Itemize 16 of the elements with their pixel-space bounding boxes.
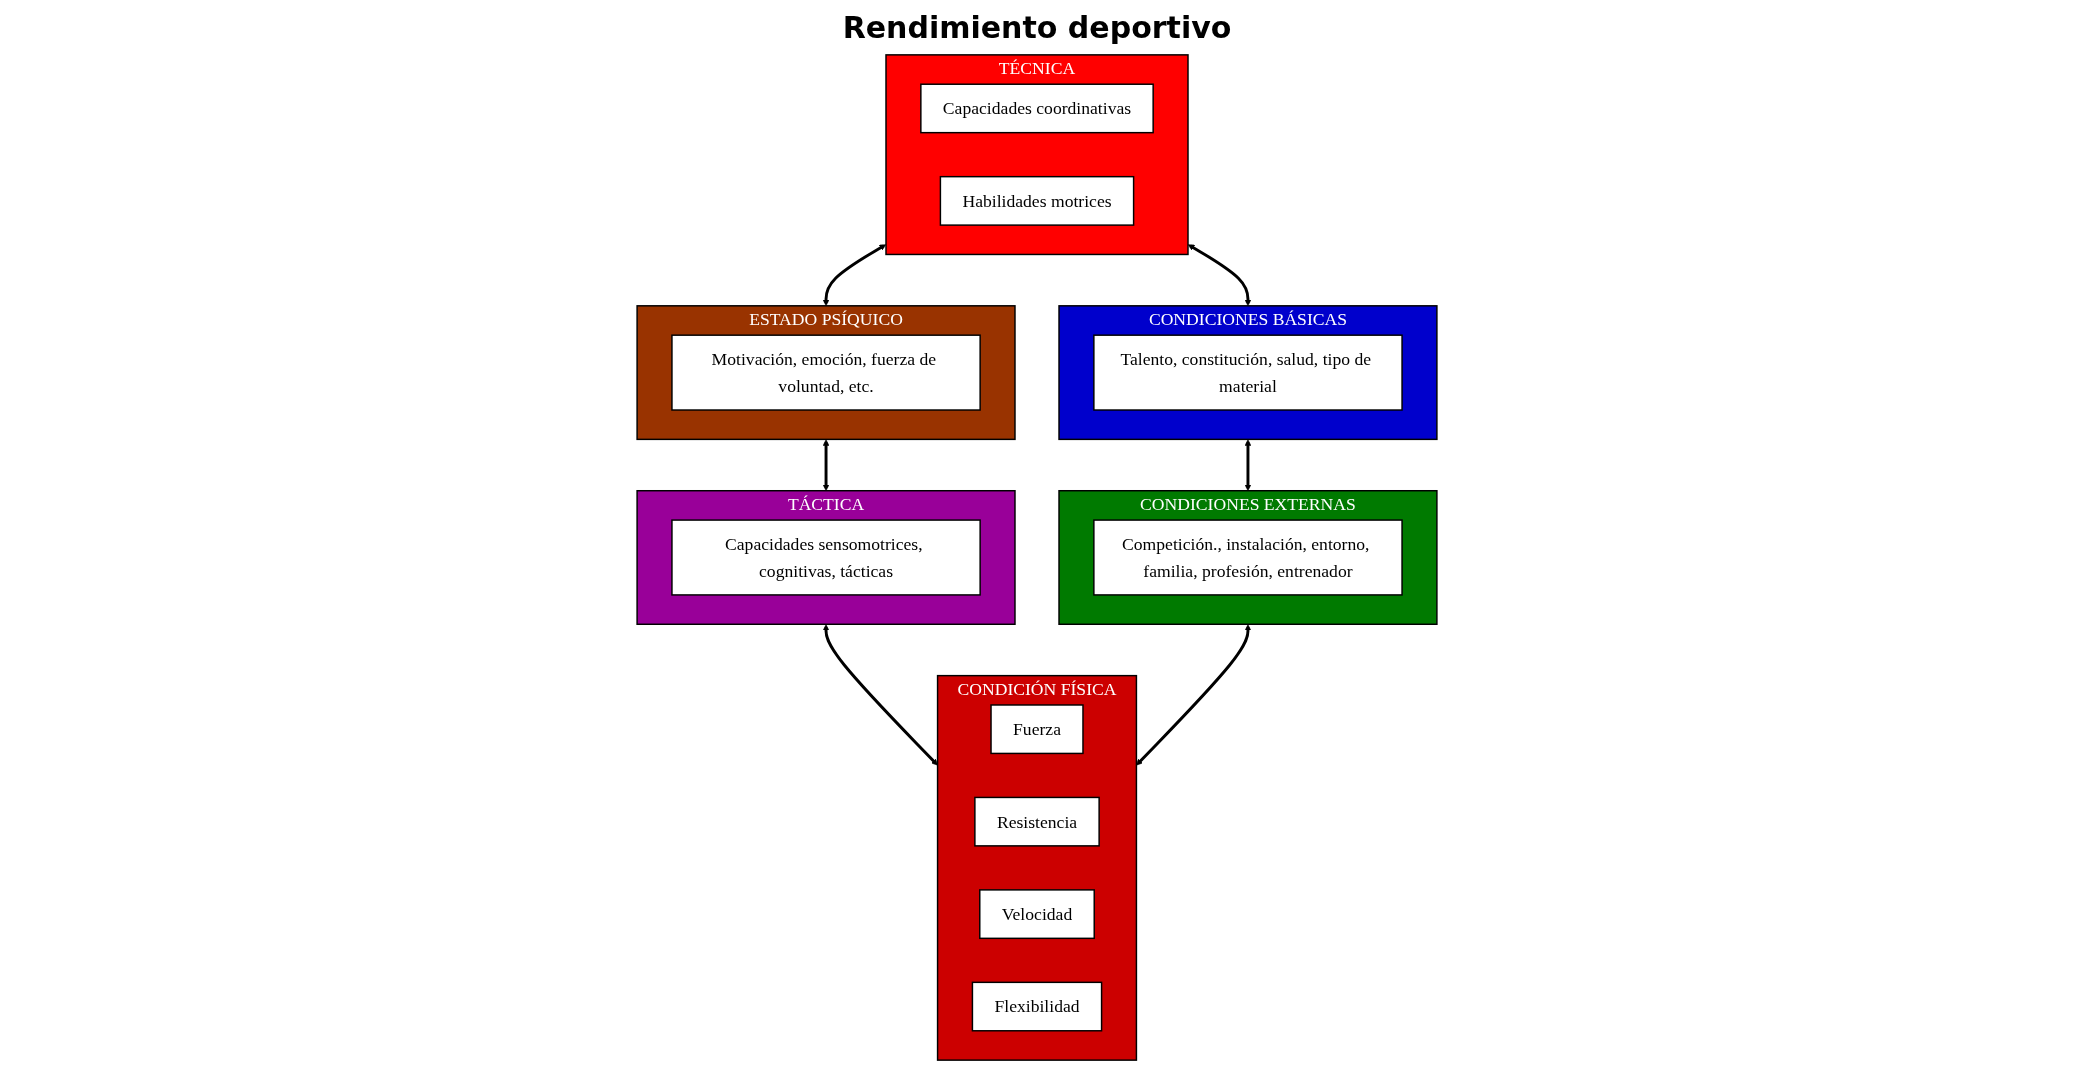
node-box: Habilidades motrices: [939, 175, 1135, 226]
node-box: Capacidades sensomotrices, cognitivas, tácticas: [671, 519, 981, 596]
node-box: Resistencia: [974, 796, 1100, 847]
node-box: Flexibilidad: [971, 981, 1103, 1032]
arrow: [822, 244, 887, 307]
arrow: [822, 439, 830, 491]
node-box: Velocidad: [979, 889, 1095, 940]
node-box: Fuerza: [990, 704, 1084, 755]
node-box: Capacidades coordinativas: [920, 83, 1154, 134]
center-label: Rendimiento deportivo: [842, 10, 1232, 45]
arrow: [822, 624, 938, 766]
arrow: [1136, 624, 1252, 766]
node-box: Competición., instalación, entorno, familia, profesión, entrenador: [1093, 519, 1403, 596]
node-box: Motivación, emoción, fuerza de voluntad, etc.: [671, 334, 981, 411]
arrow: [1244, 439, 1252, 491]
node-box: Talento, constitución, salud, tipo de material: [1093, 334, 1403, 411]
